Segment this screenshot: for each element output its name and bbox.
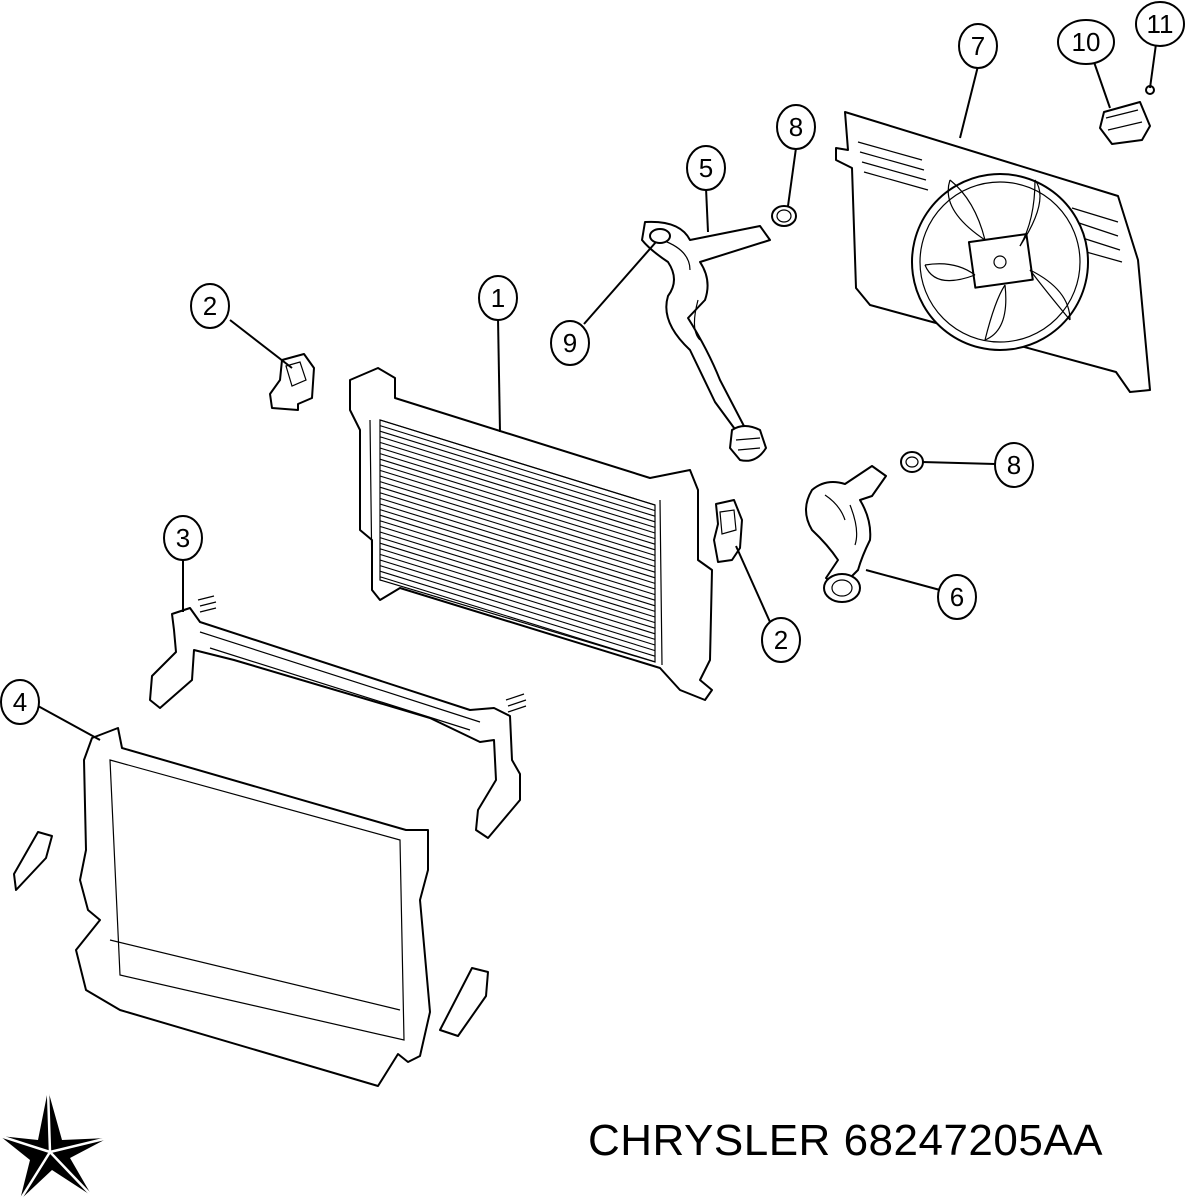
svg-text:2: 2 <box>203 291 217 321</box>
part-6-lower-radiator-hose <box>805 465 887 603</box>
svg-text:3: 3 <box>176 523 190 553</box>
callout-1: 1 <box>478 275 518 321</box>
radiator-fin <box>379 576 656 663</box>
radiator-fin <box>379 497 656 584</box>
radiator-fin <box>379 453 656 540</box>
radiator-fin <box>379 425 656 512</box>
radiator-fin <box>379 553 656 640</box>
svg-text:5: 5 <box>699 153 713 183</box>
part-5-upper-radiator-hose <box>641 220 771 462</box>
radiator-fin <box>379 565 656 652</box>
callout-8-upper: 8 <box>776 104 816 150</box>
radiator-fin <box>379 464 656 551</box>
callout-7: 7 <box>958 23 998 69</box>
svg-text:4: 4 <box>13 687 27 717</box>
callout-3: 3 <box>163 515 203 561</box>
radiator-fin <box>379 481 656 568</box>
radiator-fin <box>379 542 656 629</box>
radiator-fin <box>379 458 656 545</box>
radiator-fin <box>379 525 656 612</box>
radiator-fin <box>379 537 656 624</box>
brand-name: CHRYSLER <box>588 1116 831 1165</box>
part-caption: CHRYSLER 68247205AA <box>588 1116 1188 1166</box>
svg-text:8: 8 <box>1007 450 1021 480</box>
pentastar-icon <box>0 1089 109 1200</box>
callout-2-left: 2 <box>190 283 230 329</box>
radiator-fin <box>379 514 656 601</box>
part-7-fan-shroud <box>835 111 1151 393</box>
callout-6: 6 <box>937 574 977 620</box>
radiator-fin <box>379 436 656 523</box>
radiator-fin <box>379 492 656 579</box>
radiator-fin <box>379 570 656 657</box>
radiator-fin <box>379 469 656 556</box>
radiator-fin <box>379 559 656 646</box>
callout-11: 11 <box>1135 1 1185 47</box>
radiator-fin <box>379 531 656 618</box>
part-2-bracket-left <box>269 353 315 411</box>
part-2-bracket-right <box>713 499 743 563</box>
part-3-upper-seal <box>149 595 527 839</box>
callout-2-right: 2 <box>761 617 801 663</box>
part-10-fan-resistor <box>1099 101 1151 145</box>
radiator-fin <box>379 475 656 562</box>
part-number: 68247205AA <box>843 1116 1104 1165</box>
part-9-hose-clamp <box>649 228 671 244</box>
callout-5: 5 <box>686 145 726 191</box>
svg-text:1: 1 <box>491 283 505 313</box>
radiator-fin <box>379 486 656 573</box>
leader-lines <box>37 43 1157 741</box>
svg-text:7: 7 <box>971 31 985 61</box>
radiator-fin <box>379 509 656 596</box>
svg-text:10: 10 <box>1072 27 1101 57</box>
radiator-fin <box>379 419 656 506</box>
callout-4: 4 <box>0 679 40 725</box>
part-1-radiator <box>349 367 713 701</box>
callout-10: 10 <box>1057 19 1115 65</box>
svg-text:9: 9 <box>563 328 577 358</box>
svg-text:11: 11 <box>1147 9 1174 39</box>
radiator-fin <box>379 447 656 534</box>
svg-text:2: 2 <box>774 625 788 655</box>
radiator-fin <box>379 430 656 517</box>
radiator-fin <box>379 503 656 590</box>
svg-text:6: 6 <box>950 582 964 612</box>
part-8-hose-clamp-lower <box>900 451 924 473</box>
part-8-hose-clamp-upper <box>771 205 797 227</box>
part-4-lower-frame <box>13 727 489 1087</box>
radiator-fin <box>379 441 656 528</box>
callout-8-lower: 8 <box>994 442 1034 488</box>
svg-text:8: 8 <box>789 112 803 142</box>
radiator-fin <box>379 520 656 607</box>
callout-9: 9 <box>550 320 590 366</box>
radiator-fin <box>379 548 656 635</box>
